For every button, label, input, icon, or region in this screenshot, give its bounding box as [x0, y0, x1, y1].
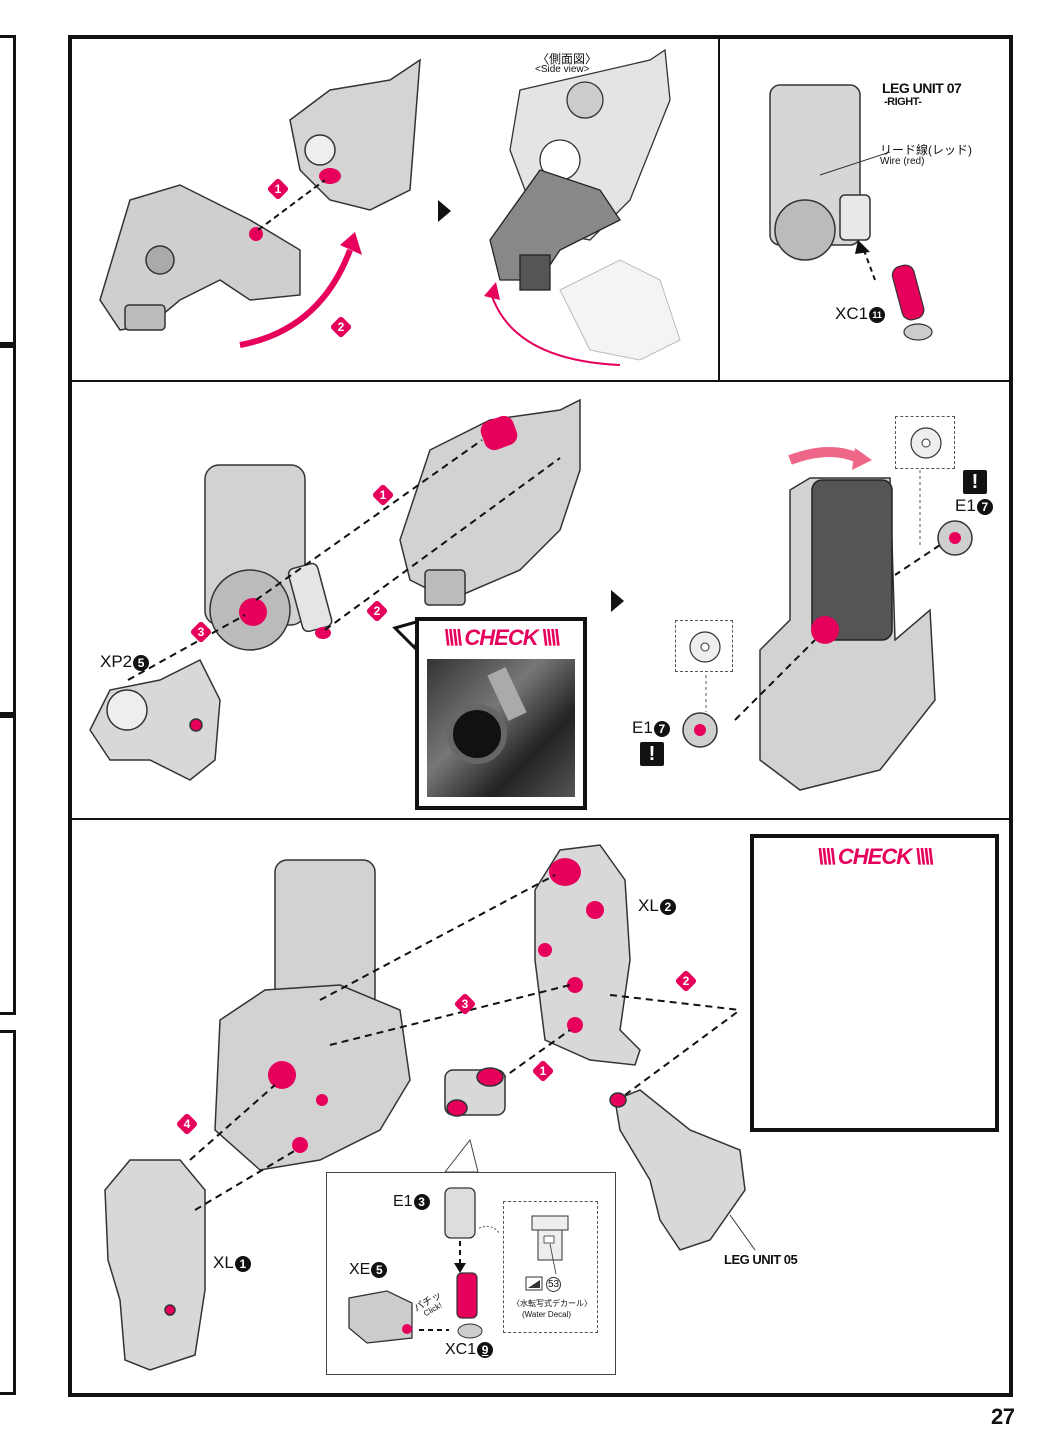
check-photo [427, 659, 575, 797]
upper-frame-part [399, 398, 581, 606]
side-view-dark-part [489, 169, 621, 291]
gear-detail-box-top [895, 416, 955, 469]
warning-icon-bottom: ! [640, 742, 664, 766]
decal-label-en: (Water Decal) [522, 1310, 572, 1319]
step-marker-2b: 2 [365, 599, 389, 623]
step-marker-2a: 2 [329, 315, 353, 339]
step-marker-1a: 1 [266, 177, 290, 201]
warning-icon-top: ! [963, 470, 987, 494]
step-marker-2c: 2 [674, 969, 698, 993]
leg-unit-05-part [609, 1089, 746, 1251]
e1-7-gear-top [937, 520, 973, 556]
check-header-row3: \\\\ CHECK \\\\ [817, 844, 933, 869]
next-arrow-1 [438, 200, 451, 222]
step-marker-3c: 3 [453, 992, 477, 1016]
row-divider-2 [70, 818, 1011, 820]
side-view-label-ja: 〈側面図〉 [537, 52, 598, 66]
leg-lower-part [99, 184, 301, 331]
left-edge-tab-3 [0, 715, 16, 1015]
wire-label-en: Wire (red) [880, 156, 925, 167]
leg-unit-07-subtitle: -RIGHT- [884, 96, 922, 108]
next-arrow-2 [611, 590, 624, 612]
decal-label-ja: 〈水転写式デカール〉 [512, 1299, 592, 1308]
xl2-part [534, 844, 641, 1066]
page-number: 27 [991, 1404, 1015, 1429]
step-marker-3b: 3 [189, 620, 213, 644]
step-marker-1b: 1 [371, 483, 395, 507]
decal-number: 53 [546, 1277, 561, 1292]
instruction-frame [68, 35, 1013, 1397]
side-view-ghost-part [559, 259, 681, 361]
joint-part [444, 1067, 506, 1117]
left-edge-tab-1 [0, 35, 16, 345]
check-box-row3: \\\\ CHECK \\\\ [750, 834, 999, 1132]
leg-unit-07-part [769, 84, 871, 261]
check-box-row2: \\\\ CHECK \\\\ [415, 617, 587, 810]
leg-main-assembly [214, 859, 411, 1171]
row-divider-1 [70, 380, 1011, 382]
e1-7-gear-bottom [682, 712, 718, 748]
wire-label-ja: リード線(レッド) [880, 143, 972, 157]
step-marker-4c: 4 [175, 1112, 199, 1136]
leg-unit-07-title: LEG UNIT 07 [882, 80, 962, 96]
left-edge-tab-2 [0, 345, 16, 715]
left-edge-tab-4 [0, 1030, 16, 1395]
detail-callout-drawing [348, 1187, 500, 1344]
leg-unit-05-label: LEG UNIT 05 [724, 1252, 798, 1267]
side-view-label-en: <Side view> [535, 64, 590, 75]
xc1-11-part [891, 264, 933, 341]
col-divider-1 [718, 37, 720, 380]
step-marker-1c: 1 [531, 1059, 555, 1083]
gear-detail-box-bottom [675, 620, 733, 672]
xp2-5-part [89, 658, 221, 781]
check-header: \\\\ CHECK \\\\ [443, 625, 560, 650]
water-decal-detail-box: 53 〈水転写式デカール〉 (Water Decal) [503, 1201, 598, 1333]
xl1-part [104, 1159, 206, 1371]
